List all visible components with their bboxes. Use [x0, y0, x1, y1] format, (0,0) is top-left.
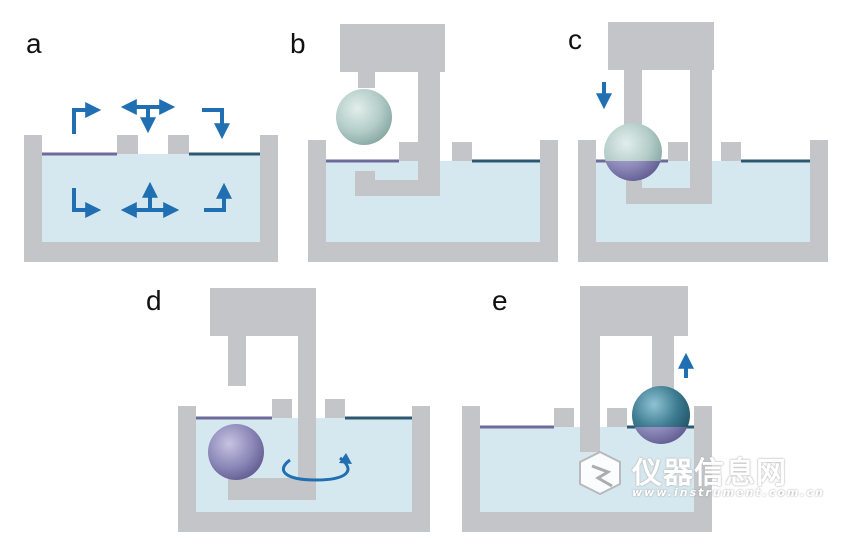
panel-b: [308, 24, 558, 262]
panel-label-d: d: [146, 285, 162, 316]
instrument-logo-icon: [579, 450, 621, 496]
arrow-icon: [204, 182, 232, 212]
barrier-right: [325, 399, 345, 418]
sphere-coated: [208, 424, 264, 480]
sphere-uncoated: [336, 89, 392, 145]
watermark-text-cn: 仪器信息网: [632, 456, 787, 491]
tank: [308, 140, 558, 262]
barrier-left: [117, 135, 138, 154]
arrow-icon: [202, 108, 230, 140]
sphere-upper: [604, 123, 662, 161]
arrow-icon: [72, 188, 102, 218]
arrow-icon: [72, 102, 102, 134]
barrier-right: [452, 142, 472, 161]
sphere-coated-lower: [605, 161, 661, 181]
substrate-holder: [210, 288, 316, 500]
watermark-text-en: www.instrument.com.cn: [632, 486, 825, 499]
tank: [178, 406, 430, 532]
barrier-left: [272, 399, 292, 418]
barrier-left: [554, 408, 574, 427]
barrier-right: [721, 142, 741, 161]
sphere-coated-lower: [634, 427, 688, 444]
barrier-right: [607, 408, 627, 427]
sphere-upper: [632, 386, 690, 427]
panel-label-b: b: [290, 28, 306, 59]
rotation-arrowhead-icon: [339, 453, 352, 464]
barrier-right: [168, 135, 189, 154]
substrate-holder: [340, 24, 445, 196]
flow-arrows: [72, 99, 232, 218]
panel-d: [178, 288, 430, 532]
panel-label-c: c: [568, 24, 582, 55]
tank: [578, 140, 828, 262]
tank: [24, 135, 278, 262]
tank: [462, 406, 712, 532]
substrate-holder: [580, 286, 688, 452]
rotation-arrow-icon: [282, 456, 350, 482]
barrier-left: [399, 142, 419, 161]
panel-c: [578, 22, 828, 262]
substrate-holder: [608, 22, 714, 204]
panel-a: [24, 99, 278, 262]
barrier-left: [668, 142, 688, 161]
panel-label-e: e: [492, 285, 508, 316]
panel-label-a: a: [26, 28, 42, 59]
